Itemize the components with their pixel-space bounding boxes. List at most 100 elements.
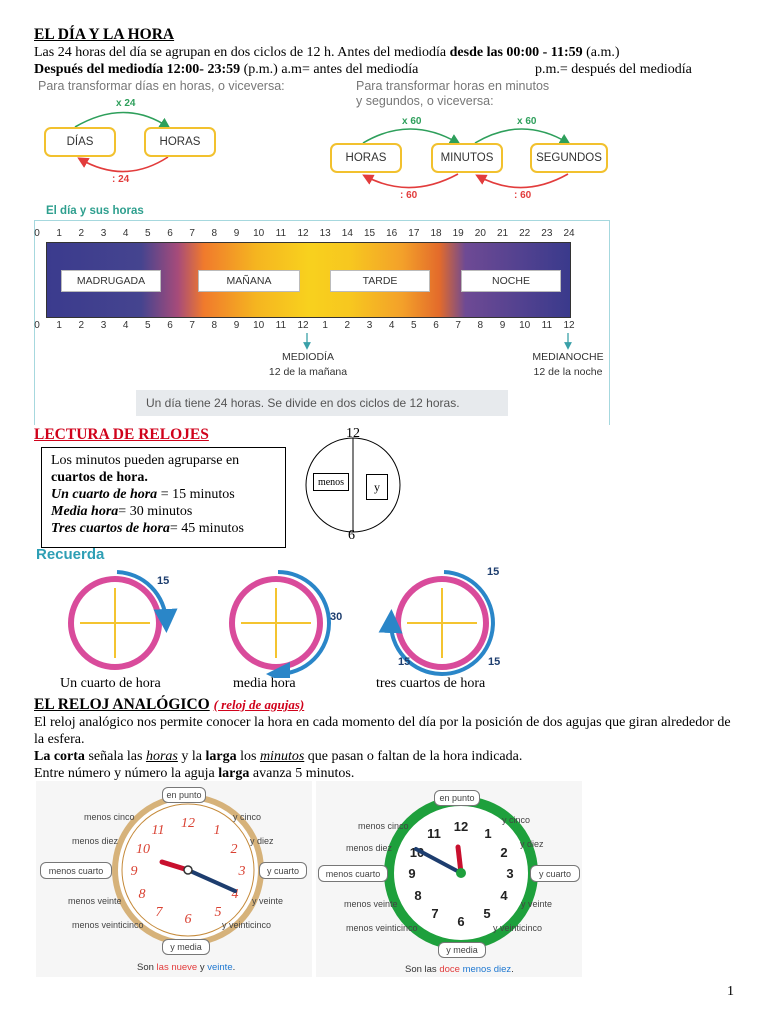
svg-text:12: 12 [454, 819, 468, 834]
top-tick-7: 7 [189, 228, 195, 239]
top-tick-2: 2 [78, 228, 85, 239]
intro-text: Las 24 horas del día se agrupan en dos c… [34, 45, 450, 60]
a-dot: . [232, 962, 236, 973]
svg-text:6: 6 [185, 912, 192, 927]
conversion-arrows [74, 111, 571, 189]
dial-6: 6 [348, 528, 355, 543]
analogico-paragraph-1: El reloj analógico nos permite conocer l… [34, 715, 731, 747]
svg-text:9: 9 [408, 866, 415, 881]
top-tick-19: 19 [452, 228, 464, 239]
am-range: desde las 00:00 - 11:59 [449, 45, 583, 60]
dial-12: 12 [346, 426, 360, 441]
bottom-tick-21: 9 [499, 320, 506, 331]
bottom-tick-9: 9 [233, 320, 240, 331]
clock-a-caption: Son las nueve y veinte. [137, 962, 235, 973]
b-en-punto: en punto [434, 790, 480, 806]
a-menos-veinticinco: menos veinticinco [72, 920, 144, 930]
top-tick-23: 23 [541, 228, 553, 239]
bottom-tick-4: 4 [122, 320, 129, 331]
pm-range: Después del mediodía 12:00- 23:59 [34, 62, 241, 77]
intro-line-2: Después del mediodía 12:00- 23:59 (p.m.)… [34, 61, 754, 78]
svg-text:3: 3 [238, 864, 246, 879]
svg-text:3: 3 [506, 866, 513, 881]
top-tick-21: 21 [496, 228, 509, 239]
caption-minutes-2: y segundos, o viceversa: [356, 94, 494, 108]
b-y-veinticinco: y veinticinco [493, 923, 543, 933]
b-y-veinte: y veinte [521, 899, 553, 909]
label-30: 30 [330, 611, 343, 623]
cuarto-value: = 15 minutos [157, 487, 235, 502]
bottom-tick-17: 5 [411, 320, 417, 331]
top-tick-20: 20 [474, 228, 486, 239]
clock-b-caption: Son las doce menos diez. [405, 964, 514, 975]
top-tick-17: 17 [408, 228, 420, 239]
a-hour: las nueve [156, 962, 198, 973]
top-tick-1: 1 [56, 228, 62, 239]
bottom-tick-7: 7 [189, 320, 195, 331]
quarters-box: Los minutos pueden agruparse en cuartos … [41, 447, 286, 548]
larga-word: larga [205, 749, 237, 764]
clock-quarter [68, 570, 178, 670]
bottom-tick-8: 8 [211, 320, 218, 331]
band-manana: MAÑANA [198, 270, 300, 292]
top-tick-22: 22 [519, 228, 531, 239]
bottom-tick-1: 1 [56, 320, 62, 331]
b-menos-cuarto: menos cuarto [318, 865, 388, 882]
top-tick-9: 9 [233, 228, 240, 239]
b-son: Son las [405, 964, 440, 975]
analogico-subtitle: ( reloj de agujas) [213, 697, 305, 712]
label-15-a: 15 [157, 575, 170, 587]
bottom-tick-13: 1 [322, 320, 328, 331]
top-tick-24: 24 [563, 228, 575, 239]
bottom-tick-18: 6 [433, 320, 439, 331]
page-number: 1 [727, 984, 734, 999]
times-60-label-1: x 60 [402, 116, 422, 127]
top-tick-13: 13 [319, 228, 331, 239]
top-tick-10: 10 [253, 228, 265, 239]
half-dial-diagram [305, 437, 401, 533]
top-tick-0: 0 [34, 228, 40, 239]
bottom-tick-16: 4 [388, 320, 395, 331]
band-noche: NOCHE [461, 270, 561, 292]
svg-text:1: 1 [214, 823, 221, 838]
b-menos-veinte: menos veinte [344, 899, 398, 909]
a-y-veinticinco: y veinticinco [222, 920, 272, 930]
cuarto-label: Un cuarto de hora [51, 487, 158, 502]
label-15-d: 15 [398, 656, 411, 668]
corta-word: La corta [34, 749, 85, 764]
y-box: y [366, 474, 388, 500]
analogico-paragraph-2: La corta señala las horas y la larga los… [34, 748, 754, 765]
medianoche-label: MEDIANOCHE [532, 351, 604, 363]
quarter-clocks [68, 570, 495, 678]
b-y-cinco: y cinco [502, 815, 531, 825]
svg-text:4: 4 [232, 887, 239, 902]
times-60-label-2: x 60 [517, 116, 537, 127]
svg-text:11: 11 [152, 823, 165, 838]
media-value: = 30 minutos [118, 504, 193, 519]
horas-box-2: HORAS [330, 143, 402, 173]
b-hour: doce [439, 964, 460, 975]
a-y-cinco: y cinco [233, 812, 262, 822]
am-label: (a.m.) [582, 45, 620, 60]
top-tick-15: 15 [363, 228, 376, 239]
b-menos-diez: menos diez [346, 843, 393, 853]
label-15-b: 15 [487, 566, 500, 578]
a-son: Son [137, 962, 157, 973]
bottom-tick-2: 2 [78, 320, 85, 331]
svg-text:10: 10 [136, 842, 150, 857]
horas-box: HORAS [144, 127, 216, 157]
a-menos-cuarto: menos cuarto [40, 862, 112, 879]
recuerda-heading: Recuerda [36, 546, 105, 563]
times-24-label: x 24 [116, 98, 136, 109]
top-tick-4: 4 [122, 228, 129, 239]
dias-box: DÍAS [44, 127, 116, 157]
am-definition: (p.m.) a.m= antes del mediodía [240, 62, 419, 77]
bottom-tick-12: 12 [297, 320, 309, 331]
b-menos-cinco: menos cinco [358, 821, 409, 831]
minutos-box: MINUTOS [431, 143, 503, 173]
divide-24-label: : 24 [112, 174, 130, 185]
top-tick-3: 3 [100, 228, 107, 239]
top-tick-5: 5 [145, 228, 151, 239]
horas-word: horas [145, 749, 178, 764]
a-en-punto: en punto [162, 787, 206, 803]
